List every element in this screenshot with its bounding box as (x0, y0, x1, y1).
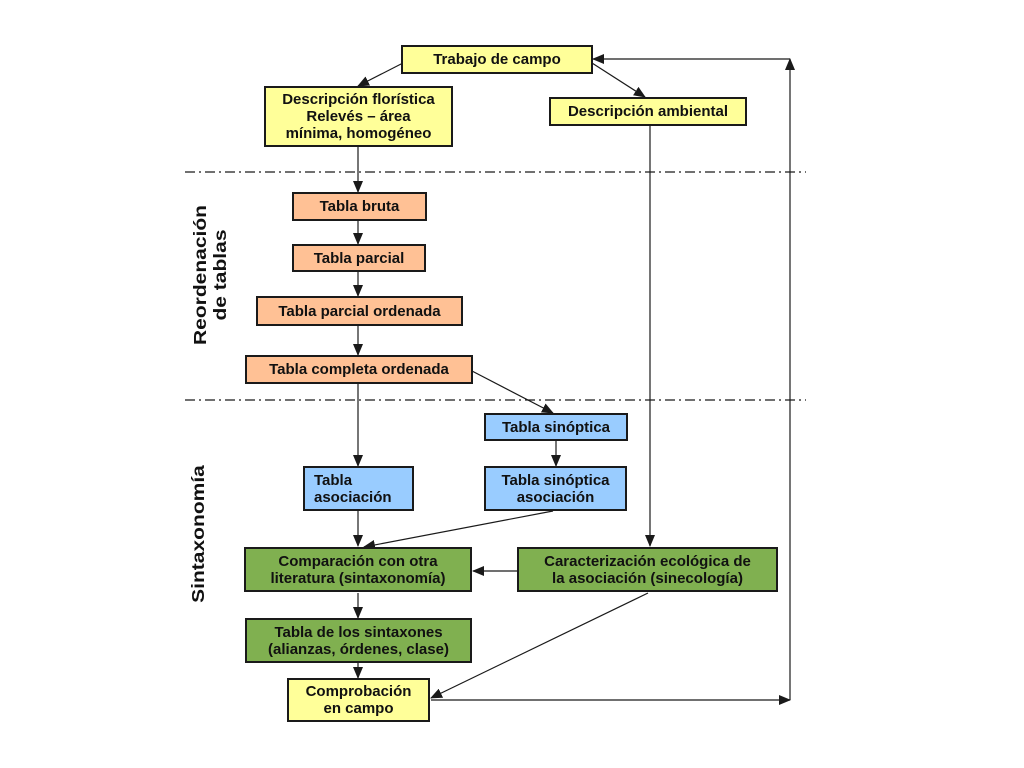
node-tabla-parcial: Tabla parcial (292, 244, 426, 272)
connector-lines (353, 54, 795, 705)
node-tabla-asociacion: Tabla asociación (303, 466, 414, 511)
node-descripcion-floristica: Descripción florística Relevés – área mí… (264, 86, 453, 147)
node-caracterizacion-ecologica: Caracterización ecológica de la asociaci… (517, 547, 778, 592)
arrow-sinoptica-comparacion (363, 510, 554, 550)
arrow-campo-floristica (357, 62, 404, 87)
node-comprobacion-en-campo: Comprobación en campo (287, 678, 430, 722)
node-tabla-sintaxones: Tabla de los sintaxones (alianzas, órden… (245, 618, 472, 663)
section-label-sintaxonomia: Sintaxonomía (189, 465, 209, 603)
arrow-caracterizacion-comprobacion (430, 592, 649, 699)
node-tabla-completa-ordenada: Tabla completa ordenada (245, 355, 473, 384)
section-label-reordenacion: Reordenación de tablas (191, 204, 230, 346)
node-comparacion-literatura: Comparación con otra literatura (sintaxo… (244, 547, 472, 592)
node-tabla-parcial-ordenada: Tabla parcial ordenada (256, 296, 463, 326)
arrow-completa-sinoptica (471, 370, 554, 414)
node-tabla-sinoptica: Tabla sinóptica (484, 413, 628, 441)
arrow-campo-ambiental (591, 62, 646, 98)
node-descripcion-ambiental: Descripción ambiental (549, 97, 747, 126)
node-trabajo-de-campo: Trabajo de campo (401, 45, 593, 74)
node-tabla-bruta: Tabla bruta (292, 192, 427, 221)
node-tabla-sinoptica-asociacion: Tabla sinóptica asociación (484, 466, 627, 511)
